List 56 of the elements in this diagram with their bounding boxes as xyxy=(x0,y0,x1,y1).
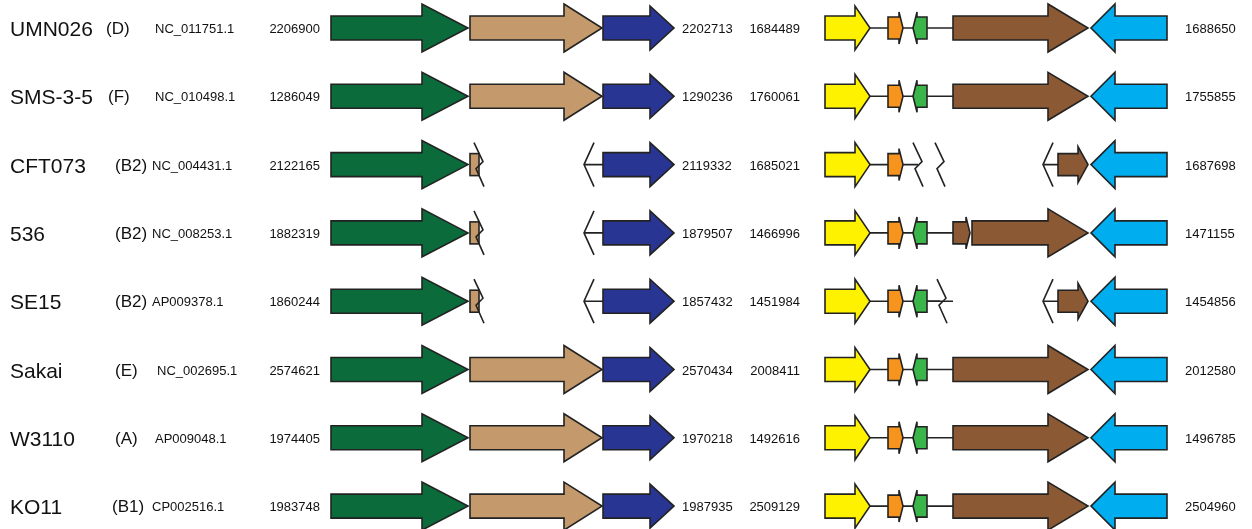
genome-coordinate: 1471155 xyxy=(1185,226,1235,240)
genome-coordinate: 1857432 xyxy=(682,294,733,308)
accession-number: NC_002695.1 xyxy=(157,363,238,376)
accession-number: CP002516.1 xyxy=(152,499,225,513)
genome-coordinate: 2122165 xyxy=(269,158,320,172)
phylogroup-label: (B1) xyxy=(112,497,145,515)
genome-coordinate: 1860244 xyxy=(269,294,320,308)
genome-coordinate: 1688650 xyxy=(1185,21,1236,35)
strain-name: UMN026 xyxy=(10,17,93,39)
genome-coordinate: 1286049 xyxy=(269,89,320,103)
phylogroup-label: (B2) xyxy=(115,156,148,174)
genome-coordinate: 2570434 xyxy=(682,363,733,376)
phylogroup-label: (F) xyxy=(108,87,130,105)
genome-coordinate: 1685021 xyxy=(749,158,800,172)
genome-coordinate: 1687698 xyxy=(1185,158,1236,172)
genome-coordinate: 1755855 xyxy=(1185,89,1236,103)
strain-name: SMS-3-5 xyxy=(10,85,93,107)
phylogroup-label: (B2) xyxy=(115,224,148,242)
genome-coordinate: 2509129 xyxy=(749,499,800,513)
genome-coordinate: 1496785 xyxy=(1185,431,1236,445)
genome-coordinate: 1970218 xyxy=(682,431,733,445)
accession-number: AP009048.1 xyxy=(155,431,227,445)
genome-coordinate: 1987935 xyxy=(682,499,733,513)
accession-number: NC_010498.1 xyxy=(155,89,236,103)
genome-coordinate: 1983748 xyxy=(269,499,320,513)
genome-coordinate: 2206900 xyxy=(269,21,320,35)
accession-number: AP009378.1 xyxy=(152,294,224,308)
genome-coordinate: 1879507 xyxy=(682,226,733,240)
strain-name: Sakai xyxy=(10,359,63,380)
phylogroup-label: (E) xyxy=(115,361,138,378)
strain-name: W3110 xyxy=(10,427,75,449)
genome-coordinate: 1492616 xyxy=(749,431,800,445)
accession-number: NC_008253.1 xyxy=(152,226,233,240)
accession-number: NC_011751.1 xyxy=(155,21,235,35)
strain-name: KO11 xyxy=(10,495,63,517)
genome-coordinate: 1760061 xyxy=(749,89,800,103)
phylogroup-label: (A) xyxy=(115,429,138,447)
accession-number: NC_004431.1 xyxy=(152,158,233,172)
genome-coordinate: 2574621 xyxy=(269,363,320,376)
phylogroup-label: (B2) xyxy=(115,292,148,310)
genome-coordinate: 1882319 xyxy=(269,226,320,240)
strain-name: 536 xyxy=(10,222,46,244)
genome-coordinate: 2504960 xyxy=(1185,499,1236,513)
genome-coordinate: 2119332 xyxy=(682,158,732,172)
genome-coordinate: 2202713 xyxy=(682,21,733,35)
genome-coordinate: 2012580 xyxy=(1185,363,1236,376)
genome-coordinate: 1974405 xyxy=(269,431,320,445)
genome-coordinate: 1466996 xyxy=(749,226,800,240)
genome-coordinate: 1454856 xyxy=(1185,294,1236,308)
genome-coordinate: 1684489 xyxy=(749,21,800,35)
genome-coordinate: 1290236 xyxy=(682,89,733,103)
strain-name: SE15 xyxy=(10,290,62,312)
strain-name: CFT073 xyxy=(10,154,86,176)
phylogroup-label: (D) xyxy=(106,19,130,37)
genome-coordinate: 1451984 xyxy=(749,294,800,308)
genome-coordinate: 2008411 xyxy=(750,363,800,376)
